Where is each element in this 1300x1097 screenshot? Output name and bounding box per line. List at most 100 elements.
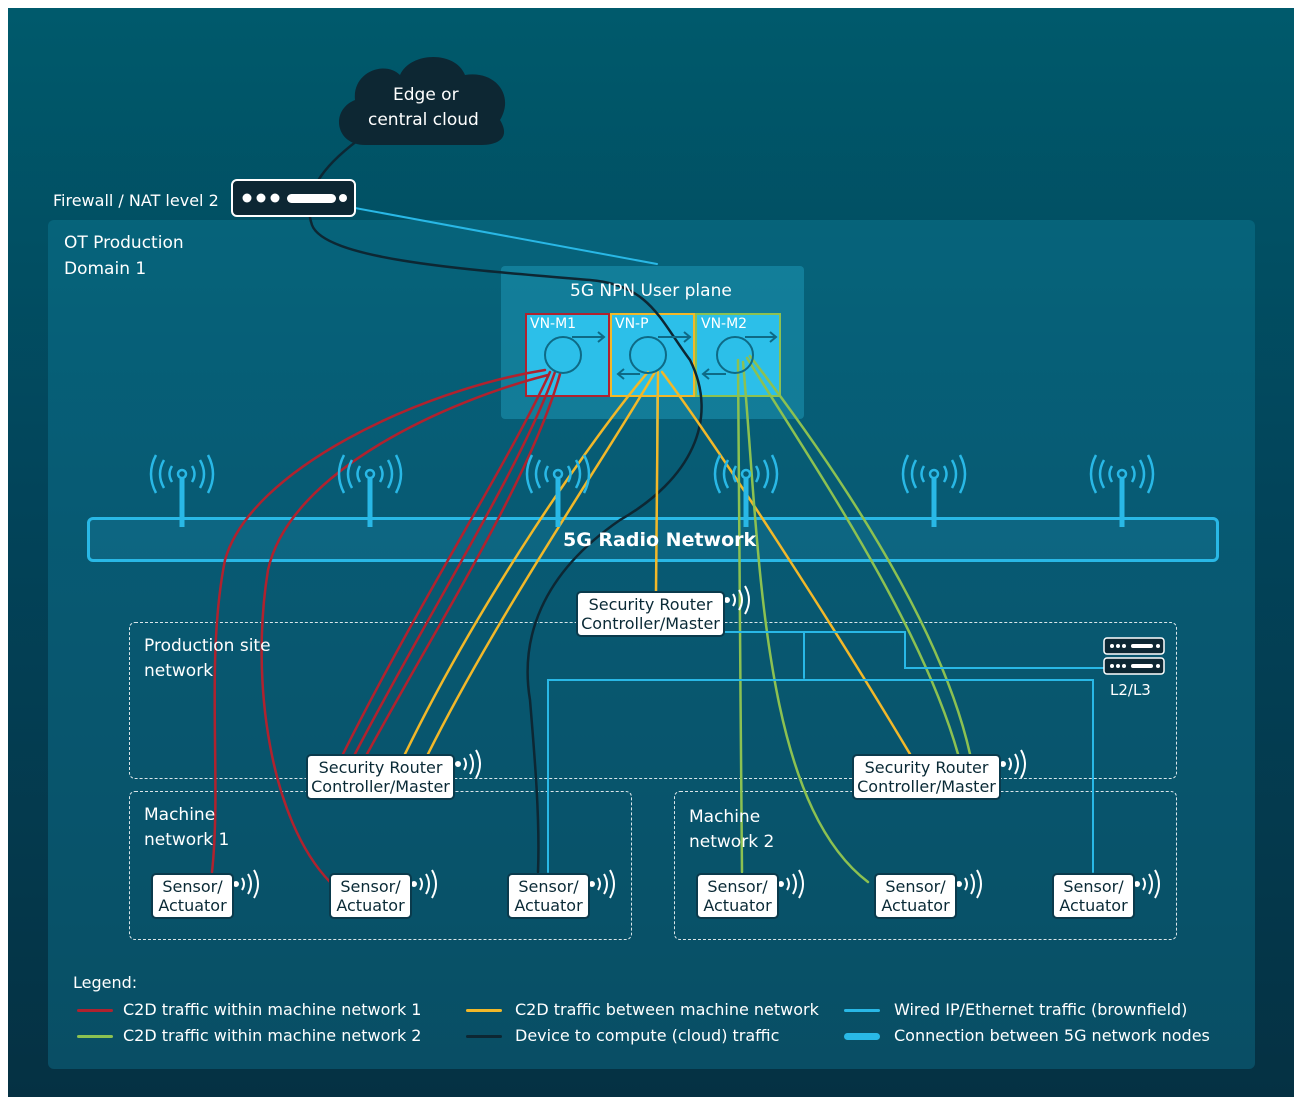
sensor-3-line1: Sensor/ — [518, 877, 579, 896]
production-site-label-line2: network — [144, 661, 214, 681]
red-line-5 — [365, 372, 562, 756]
vn-p-arrow-right — [658, 331, 692, 343]
legend-item-1: C2D traffic within machine network 1 — [123, 1000, 422, 1019]
vn-m1-box — [525, 313, 610, 397]
machine1-label-line2: network 1 — [144, 830, 230, 850]
vn-m2-circle — [716, 336, 754, 374]
sensor-2-line1: Sensor/ — [340, 877, 401, 896]
red-line-4 — [353, 370, 557, 756]
machine2-label-line1: Machine — [689, 807, 761, 827]
wired-line-a — [719, 631, 1104, 669]
yellow-line-3 — [654, 370, 660, 594]
legend-swatch-cyan-thick — [844, 1033, 880, 1040]
vn-m1-label: VN-M1 — [530, 316, 577, 332]
antenna-1 — [149, 454, 215, 527]
wireless-icon-router-top — [724, 585, 750, 615]
sensor-actuator-6: Sensor/ Actuator — [1052, 873, 1135, 919]
cloud-icon — [338, 56, 506, 145]
wireless-icon-sensor-4 — [778, 869, 804, 899]
firewall-icon — [231, 179, 356, 217]
router-right-line2: Controller/Master — [857, 777, 996, 796]
legend-item-2: C2D traffic within machine network 2 — [123, 1026, 422, 1045]
yellow-line-1 — [403, 370, 650, 756]
wired-line-c — [547, 679, 1094, 873]
cloud-label-line2: central cloud — [368, 110, 479, 130]
radio-network-bar — [87, 517, 1219, 562]
wireless-icon-sensor-1 — [233, 869, 259, 899]
wireless-icon-sensor-6 — [1134, 869, 1160, 899]
vn-p-box — [610, 313, 695, 397]
yellow-line-2 — [426, 370, 657, 756]
wireless-icon-sensor-5 — [956, 869, 982, 899]
domain-title-line2: Domain 1 — [64, 259, 147, 279]
wireless-icon-sensor-2 — [411, 869, 437, 899]
green-line-4 — [748, 354, 972, 756]
sensor-6-line2: Actuator — [1059, 896, 1128, 915]
radio-network-label: 5G Radio Network — [563, 529, 757, 551]
vn-p-arrow-left — [616, 368, 640, 380]
vn-m1-circle — [544, 336, 582, 374]
legend-swatch-dark — [466, 1035, 502, 1038]
green-line-2 — [741, 360, 870, 884]
firewall-label: Firewall / NAT level 2 — [53, 191, 219, 210]
legend-item-3: C2D traffic between machine network — [515, 1000, 819, 1019]
legend-item-6: Connection between 5G network nodes — [894, 1026, 1210, 1045]
wireless-icons — [233, 585, 1160, 899]
sensor-4-line2: Actuator — [703, 896, 772, 915]
sensor-6-line1: Sensor/ — [1063, 877, 1124, 896]
switch-icon — [1103, 637, 1165, 675]
sensor-3-line2: Actuator — [514, 896, 583, 915]
sensor-actuator-3: Sensor/ Actuator — [507, 873, 590, 919]
legend-item-4: Device to compute (cloud) traffic — [515, 1026, 780, 1045]
green-line-1 — [736, 358, 744, 874]
router-right-line1: Security Router — [864, 758, 989, 777]
sensor-2-line2: Actuator — [336, 896, 405, 915]
antenna-3 — [525, 454, 591, 527]
legend-swatch-green — [77, 1035, 113, 1038]
machine2-label-line2: network 2 — [689, 832, 775, 852]
red-line-3 — [341, 370, 552, 756]
legend-swatch-cyan-thin — [844, 1009, 880, 1012]
legend-title: Legend: — [73, 973, 138, 992]
red-line-1 — [210, 368, 547, 874]
router-top-line2: Controller/Master — [581, 614, 720, 633]
security-router-right: Security Router Controller/Master — [852, 754, 1001, 800]
red-line-2 — [260, 373, 550, 884]
wireless-icon-router-left — [455, 749, 481, 779]
antenna-6 — [1089, 454, 1155, 527]
router-left-line1: Security Router — [318, 758, 443, 777]
router-top-line1: Security Router — [588, 595, 713, 614]
legend-item-5: Wired IP/Ethernet traffic (brownfield) — [894, 1000, 1188, 1019]
switch-label: L2/L3 — [1110, 681, 1151, 699]
vn-m1-arrow — [572, 331, 606, 343]
antenna-4 — [713, 454, 779, 527]
sensor-4-line1: Sensor/ — [707, 877, 768, 896]
vn-p-circle — [629, 336, 667, 374]
sensor-5-line2: Actuator — [881, 896, 950, 915]
production-site-label-line1: Production site — [144, 636, 271, 656]
cloud-label-line1: Edge or — [393, 85, 459, 105]
vn-p-label: VN-P — [615, 316, 649, 332]
sensor-actuator-2: Sensor/ Actuator — [329, 873, 412, 919]
router-left-line2: Controller/Master — [311, 777, 450, 796]
sensor-actuator-5: Sensor/ Actuator — [874, 873, 957, 919]
sensor-5-line1: Sensor/ — [885, 877, 946, 896]
security-router-left: Security Router Controller/Master — [306, 754, 455, 800]
yellow-line-4 — [660, 370, 912, 756]
user-plane-title: 5G NPN User plane — [570, 281, 732, 301]
legend-swatch-yellow — [466, 1009, 502, 1012]
sensor-actuator-1: Sensor/ Actuator — [151, 873, 234, 919]
sensor-1-line1: Sensor/ — [162, 877, 223, 896]
wireless-icon-router-right — [1000, 749, 1026, 779]
antenna-2 — [337, 454, 403, 527]
green-line-3 — [745, 356, 960, 756]
security-router-top: Security Router Controller/Master — [576, 591, 725, 637]
wireless-icon-sensor-3 — [589, 869, 615, 899]
firewall-uplink-line — [354, 207, 658, 265]
cloud-traffic-line — [308, 133, 703, 874]
antenna-5 — [901, 454, 967, 527]
vn-m2-label: VN-M2 — [701, 316, 748, 332]
machine1-label-line1: Machine — [144, 805, 216, 825]
domain-title-line1: OT Production — [64, 233, 184, 253]
